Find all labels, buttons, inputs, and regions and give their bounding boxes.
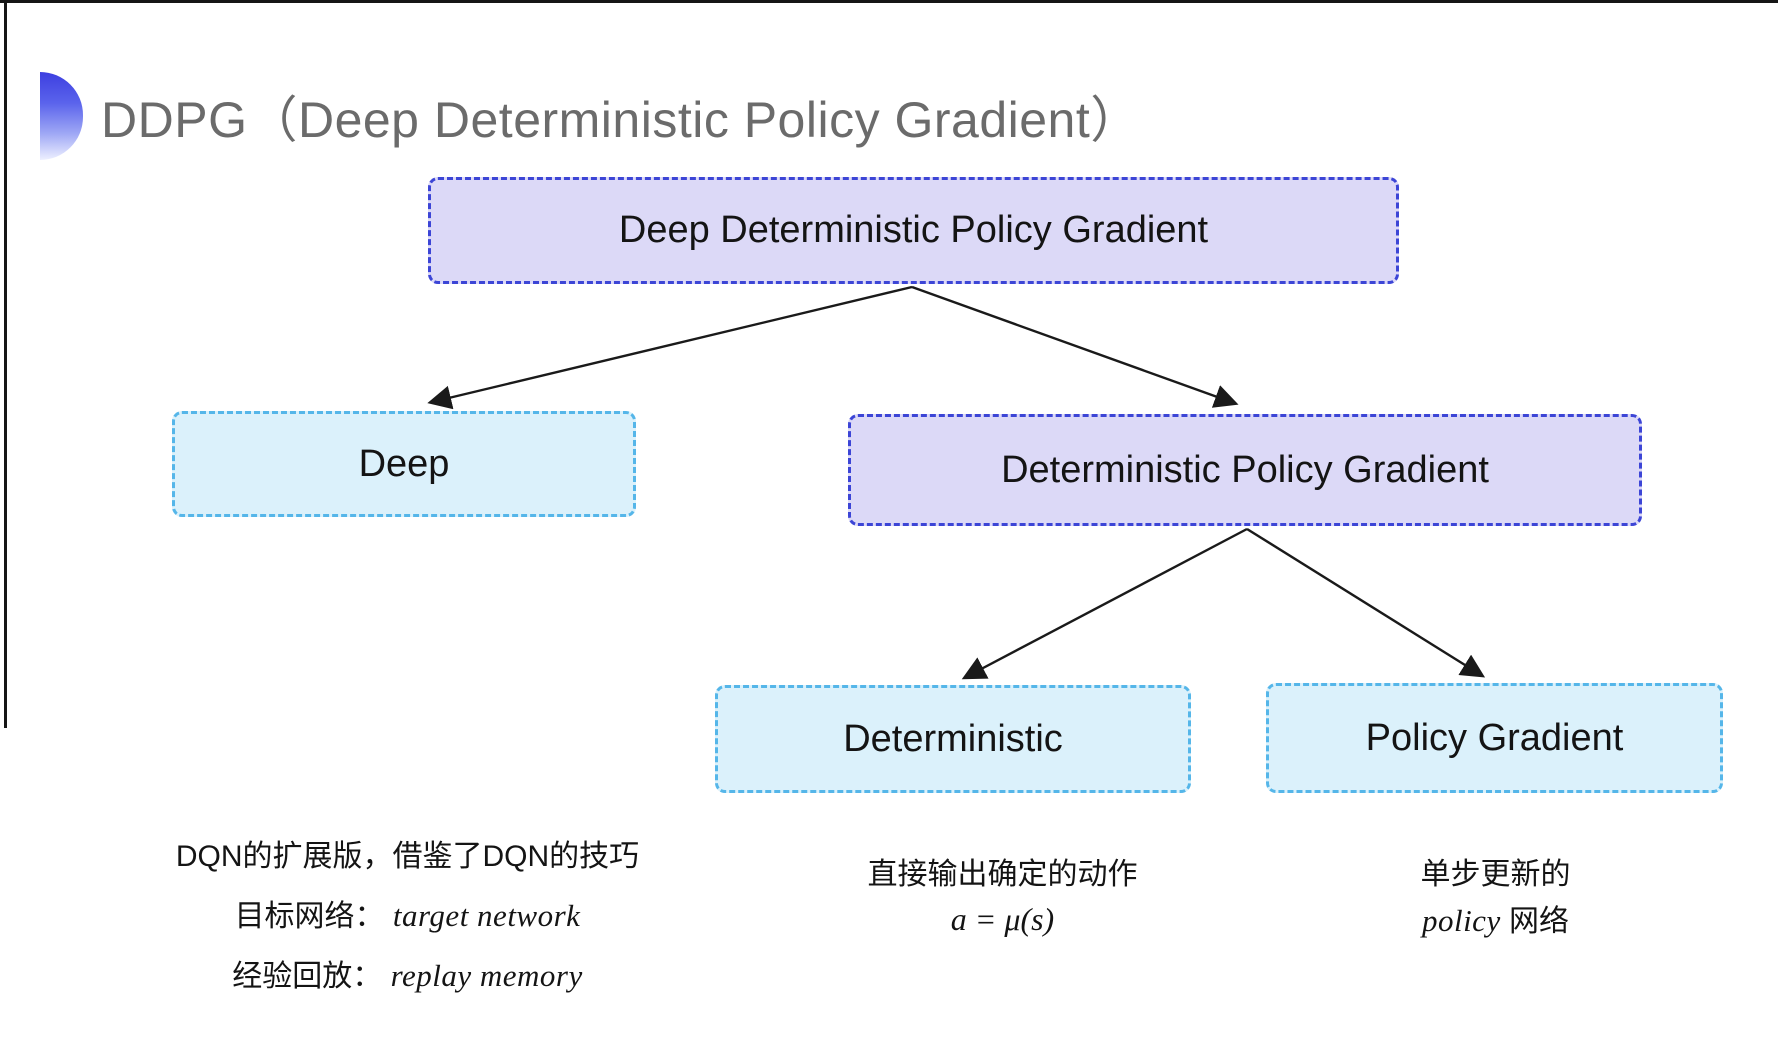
note-deep-line2: 目标网络： target network (125, 886, 690, 946)
top-edge-line (0, 0, 1778, 3)
node-deterministic: Deterministic (715, 685, 1191, 793)
note-deep-line3-term: replay memory (390, 958, 583, 993)
note-policy-gradient-suffix: 网络 (1500, 905, 1570, 938)
node-deep: Deep (172, 411, 636, 517)
note-deterministic-line1: 直接输出确定的动作 (775, 852, 1230, 897)
node-label: Deep (358, 442, 450, 485)
slide-title: DDPG（Deep Deterministic Policy Gradient） (101, 92, 1141, 148)
note-deterministic-formula: a = μ(s) (950, 901, 1055, 937)
arrow-root-to-dpg (911, 285, 1239, 408)
node-label: Deep Deterministic Policy Gradient (618, 209, 1209, 251)
node-label: Deterministic (843, 717, 1063, 760)
note-deep-line1: DQN的扩展版，借鉴了DQN的技巧 (125, 827, 690, 886)
note-deep: DQN的扩展版，借鉴了DQN的技巧 目标网络： target network 经… (125, 827, 690, 1006)
node-label: Policy Gradient (1365, 716, 1624, 759)
note-deterministic: 直接输出确定的动作 a = μ(s) (775, 852, 1230, 943)
note-deep-line3-label: 经验回放： (232, 960, 383, 993)
node-deep-deterministic-policy-gradient: Deep Deterministic Policy Gradient (428, 177, 1399, 284)
node-label: Deterministic Policy Gradient (1001, 448, 1489, 491)
note-deep-line1-text: DQN的扩展版，借鉴了DQN的技巧 (175, 840, 640, 873)
note-deep-line2-term: target network (392, 898, 581, 933)
node-deterministic-policy-gradient: Deterministic Policy Gradient (848, 414, 1642, 526)
note-deep-line3: 经验回放： replay memory (125, 946, 690, 1006)
note-policy-gradient-line2: policy 网络 (1268, 898, 1723, 945)
note-policy-gradient: 单步更新的 policy 网络 (1268, 852, 1723, 945)
note-deterministic-line2: a = μ(s) (775, 897, 1230, 943)
slide-header: DDPG（Deep Deterministic Policy Gradient） (40, 72, 1141, 160)
note-policy-gradient-line1: 单步更新的 (1268, 852, 1723, 898)
node-policy-gradient: Policy Gradient (1266, 683, 1723, 793)
arrow-dpg-to-policy-gradient (1246, 527, 1486, 678)
note-policy-gradient-line1-text: 单步更新的 (1420, 858, 1571, 891)
note-deep-line2-label: 目标网络： (234, 900, 385, 933)
note-policy-gradient-term: policy (1421, 903, 1501, 938)
left-edge-line (4, 0, 7, 728)
arrow-dpg-to-deterministic (961, 527, 1248, 680)
note-deterministic-line1-text: 直接输出确定的动作 (867, 858, 1138, 891)
arrow-root-to-deep (427, 285, 913, 410)
